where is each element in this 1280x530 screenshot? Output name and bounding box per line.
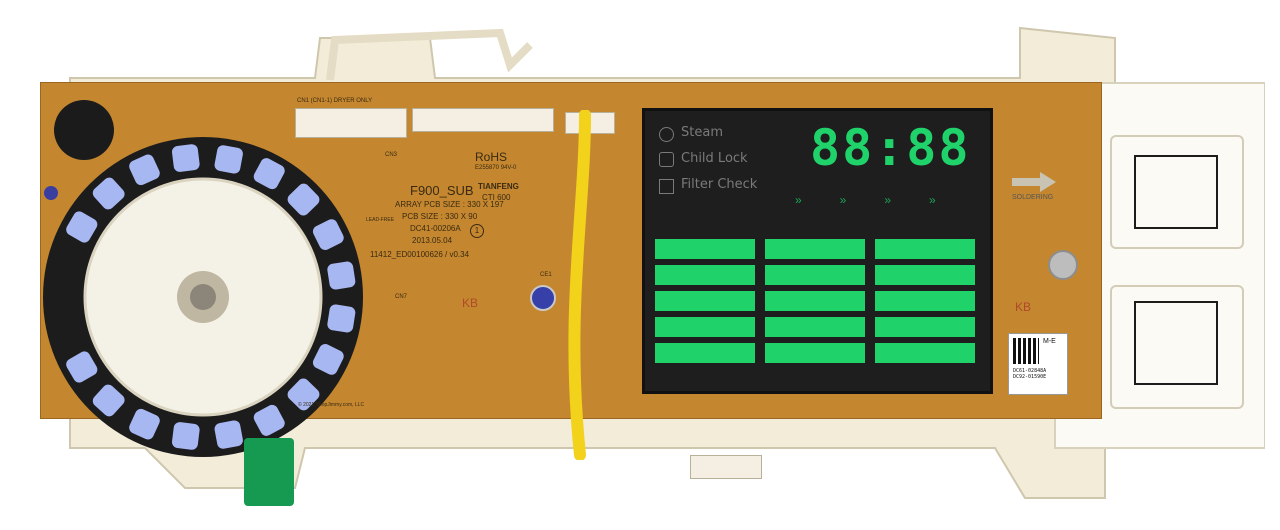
knob-led-pad [312,344,344,375]
part-number: DC41-00206A [410,224,461,233]
copyright: © 2021 ShopJimmy.com, LLC [298,402,365,408]
screw [1048,250,1078,280]
cycle-bar-segment [765,291,865,311]
knob-led-pad [312,219,344,250]
cert-mark: E255870 94V-0 [475,165,517,171]
knob-led-pad [327,261,356,290]
cycle-bar-segment [765,265,865,285]
qr-code [1013,338,1039,364]
cycle-bar-segment [655,239,755,259]
knob-led-pad [171,422,200,450]
progress-arrows: »»»» [795,193,974,207]
soldering-arrow-icon [1012,172,1056,192]
knob-led-pad [214,420,243,449]
knob-led-pad [327,304,356,333]
lead-free-label: LEAD-FREE [366,217,395,223]
knob-led-pad [287,183,320,216]
rohs-mark: RoHS [475,150,508,164]
cycle-bar-segment [875,239,975,259]
model-label: F900_SUB [410,183,474,198]
cycle-bar-segment [655,291,755,311]
upper-button-frame [1134,155,1218,229]
filter-check-label: Filter Check [681,177,758,192]
lcd-display: Steam Child Lock Filter Check 88:88 »»»» [642,108,993,394]
cycle-bar-segment [655,265,755,285]
array-size: ARRAY PCB SIZE : 330 X 197 [395,200,504,209]
cycle-bar-segment [765,343,865,363]
rotary-knob[interactable] [38,132,368,462]
steam-icon [659,127,674,142]
green-connector [244,438,294,506]
clock-readout: 88:88 [810,119,971,177]
capacitor [530,285,556,311]
soldering-label: SOLDERING [1012,194,1054,201]
header-connector [412,108,554,132]
cycle-bar-segment [875,317,975,337]
cycle-bar-segment [875,291,975,311]
sticker-model: M-E [1043,338,1056,345]
lower-button-frame [1134,301,1218,385]
knob-led-pad [253,158,285,190]
knob-led-pad [253,404,285,436]
maker-label: TIANFENG [478,182,519,191]
cycle-bar-segment [655,343,755,363]
qr-sticker: M-E DC61-02848A DC92-01590E [1008,333,1068,395]
seal-number: 1 [470,224,484,238]
maker-code: CTI 600 [482,193,511,202]
kb-mark: KB [462,296,479,310]
lock-icon [659,152,674,167]
upper-button[interactable] [1110,135,1244,249]
knob-led-pad [129,154,160,186]
knob-led-pad [92,177,125,210]
knob-led-pads [66,144,356,450]
knob-led-pad [287,378,320,411]
connector-label: CN1 (CN1-1) DRYER ONLY [297,98,373,104]
knob-led-pad [171,144,200,172]
knob-led-pad [66,211,98,243]
knob-led-pad [66,351,98,383]
cycle-bars [655,239,975,363]
cap-label: CE1 [540,272,552,278]
knob-led-pad [214,145,243,174]
cycle-bar-segment [875,265,975,285]
top-connector [295,108,407,138]
capacitor-small [44,186,58,200]
cycle-bar-segment [765,239,865,259]
pcb-size: PCB SIZE : 330 X 90 [402,212,478,221]
firmware-label: 11412_ED00100626 / v0.34 [370,250,470,259]
filter-icon [659,179,674,194]
board-date: 2013.05.04 [412,236,453,245]
sticker-codes: DC61-02848A DC92-01590E [1013,368,1047,380]
kb-mark-right: KB [1015,300,1032,314]
yellow-wire [568,110,591,460]
knob-led-pad [92,384,125,417]
wire-bracket [326,28,533,81]
bottom-connector [690,455,762,479]
buzzer [54,100,114,160]
cycle-bar-segment [765,317,865,337]
lower-button[interactable] [1110,285,1244,409]
cn7-label: CN7 [395,294,408,300]
cycle-bar-segment [875,343,975,363]
knob-led-pad [129,408,160,440]
child-lock-label: Child Lock [681,151,748,166]
cn3-label: CN3 [385,152,398,158]
cycle-bar-segment [655,317,755,337]
steam-label: Steam [681,125,723,140]
